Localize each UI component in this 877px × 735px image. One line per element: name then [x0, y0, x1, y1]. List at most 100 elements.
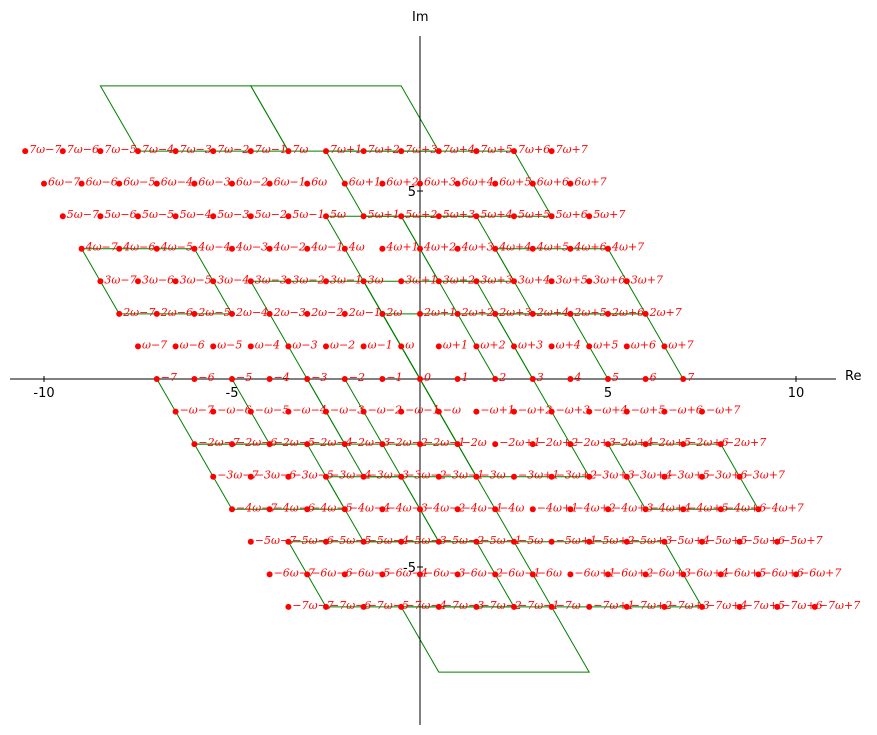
lattice-point [567, 245, 574, 252]
lattice-point [473, 473, 480, 480]
lattice-point-label: ω+6 [631, 338, 656, 351]
lattice-point [285, 278, 292, 285]
lattice-point [661, 343, 668, 350]
lattice-point [304, 310, 311, 317]
lattice-point-label: 6ω−7 [48, 176, 80, 189]
lattice-point [341, 571, 348, 578]
lattice-point [699, 538, 705, 545]
lattice-point-label: −3ω−4 [330, 469, 371, 482]
lattice-point [247, 538, 254, 545]
lattice-point [717, 441, 724, 448]
lattice-point-label: −4ω−7 [236, 501, 277, 514]
lattice-point-label: −6ω−1 [499, 566, 540, 579]
lattice-point [605, 376, 611, 382]
lattice-point-label: 4ω+5 [536, 241, 569, 254]
lattice-point-label: 3ω+3 [480, 273, 512, 286]
lattice-point-label: 7ω−5 [104, 143, 136, 156]
lattice-point [229, 310, 235, 317]
lattice-point-label: 5ω−3 [217, 208, 249, 221]
lattice-point [247, 278, 254, 285]
lattice-point [323, 603, 329, 610]
lattice-point-label: 7ω−7 [29, 143, 61, 156]
lattice-point [586, 213, 593, 220]
lattice-point-label: −6ω+1 [574, 566, 615, 579]
lattice-point [379, 506, 386, 513]
lattice-point-label: −6ω+7 [800, 566, 841, 579]
lattice-point [586, 603, 593, 610]
lattice-point [191, 310, 198, 317]
lattice-point-label: −3ω−5 [292, 469, 333, 482]
lattice-point [511, 473, 517, 480]
lattice-point [548, 278, 555, 285]
lattice-point [548, 538, 555, 545]
lattice-point-label: −2ω+2 [537, 436, 578, 449]
lattice-point-label: 5 [612, 371, 619, 384]
lattice-point-label: 0 [424, 371, 431, 384]
lattice-point [717, 506, 724, 513]
lattice-point-label: 4ω−1 [310, 241, 343, 254]
lattice-point-label: 3ω+7 [631, 273, 663, 286]
lattice-point-label: −ω+4 [593, 404, 627, 417]
x-axis-title: Re [845, 369, 861, 384]
lattice-point-label: −5ω [518, 534, 543, 547]
lattice-point [360, 148, 367, 155]
lattice-point [379, 180, 386, 187]
lattice-point-label: 4ω−3 [235, 241, 268, 254]
lattice-point-label: 4ω+4 [498, 241, 531, 254]
lattice-point [135, 278, 141, 285]
lattice-point-label: −ω+3 [556, 404, 590, 417]
lattice-point [529, 310, 536, 317]
lattice-point-label: ω+4 [556, 338, 581, 351]
lattice-point [172, 408, 179, 415]
lattice-point [116, 310, 123, 317]
lattice-point-label: 6ω+2 [386, 176, 418, 189]
lattice-point-label: −ω−6 [217, 404, 251, 417]
lattice-point [116, 245, 123, 252]
lattice-point [304, 506, 311, 513]
lattice-point [97, 148, 104, 155]
lattice-point-label: ω+3 [518, 338, 543, 351]
lattice-point [511, 343, 517, 350]
lattice-point [191, 180, 198, 187]
lattice-point [680, 441, 687, 448]
lattice-point-label: 6ω−4 [161, 176, 193, 189]
lattice-point-label: −6ω−6 [311, 566, 352, 579]
y-axis-title: Im [412, 10, 429, 25]
lattice-point-label: −7ω−4 [405, 599, 446, 612]
lattice-point-label: 3ω+5 [556, 273, 588, 286]
x-tick-label: 5 [604, 386, 612, 401]
lattice-point-label: 5ω+6 [556, 208, 588, 221]
lattice-point-label: −4ω−5 [311, 501, 352, 514]
lattice-point [435, 473, 442, 480]
lattice-point [605, 441, 611, 448]
lattice-point [492, 245, 499, 252]
lattice-point-label: −5ω−5 [330, 534, 371, 547]
lattice-point-label: −ω+2 [518, 404, 552, 417]
lattice-point-label: 7ω+1 [330, 143, 362, 156]
lattice-point [736, 603, 743, 610]
lattice-point [360, 213, 367, 220]
lattice-point-label: −6 [198, 371, 214, 384]
lattice-point-label: −6ω+3 [650, 566, 691, 579]
lattice-point-label: 3ω−5 [180, 273, 212, 286]
lattice-point [135, 213, 141, 220]
lattice-point [492, 571, 499, 578]
lattice-point-label: 7ω−3 [180, 143, 212, 156]
lattice-point-label: 6ω−5 [123, 176, 155, 189]
lattice-point [341, 180, 348, 187]
lattice-point-label: −4ω+3 [612, 501, 653, 514]
lattice-point [360, 473, 367, 480]
lattice-point [736, 538, 743, 545]
lattice-point [548, 343, 555, 350]
lattice-point [59, 213, 66, 220]
lattice-point-label: 3ω−1 [330, 273, 362, 286]
lattice-point-label: 5ω [330, 208, 346, 221]
lattice-point-label: 3 [537, 371, 544, 384]
lattice-point [586, 408, 593, 415]
lattice-point [567, 310, 574, 317]
lattice-point-label: −7ω+6 [781, 599, 822, 612]
lattice-point [266, 441, 273, 448]
lattice-point [548, 148, 555, 155]
lattice-point-label: 2 [498, 371, 506, 384]
lattice-point-label: −7ω−5 [368, 599, 409, 612]
